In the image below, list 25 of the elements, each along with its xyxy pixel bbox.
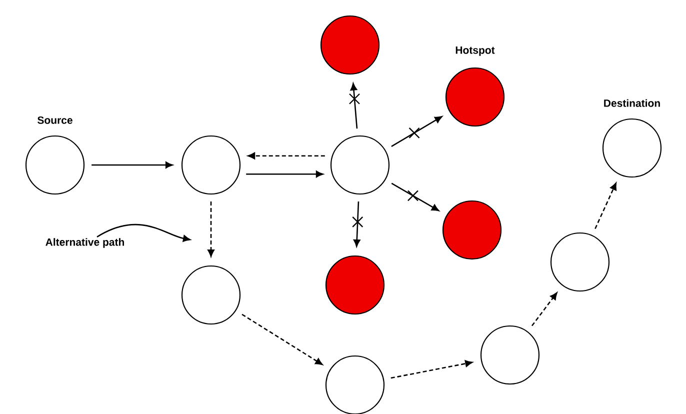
arrow [531,292,558,326]
arrow [242,314,323,366]
leader-arrow [96,224,190,242]
arrow [208,202,214,257]
arrow [350,83,358,129]
arrow [92,162,173,168]
node-circle [181,265,241,325]
arrow [353,201,360,247]
arrow [594,182,617,229]
arrow [246,170,324,178]
arrow [391,182,440,212]
node-circle [330,135,390,195]
hotspot-circle [320,15,380,75]
node-circle [181,135,241,195]
text-label: Alternative path [46,238,124,248]
node-circle [480,325,540,385]
node-label: Destination [604,99,660,107]
arrow [390,360,473,379]
arrow [391,116,442,147]
hotspot-circle [442,200,502,260]
node-label: Source [38,116,72,124]
node-circle [550,232,610,292]
arrow [248,152,325,160]
node-label: Hotspot [456,46,495,56]
hotspot-circle [325,255,385,315]
